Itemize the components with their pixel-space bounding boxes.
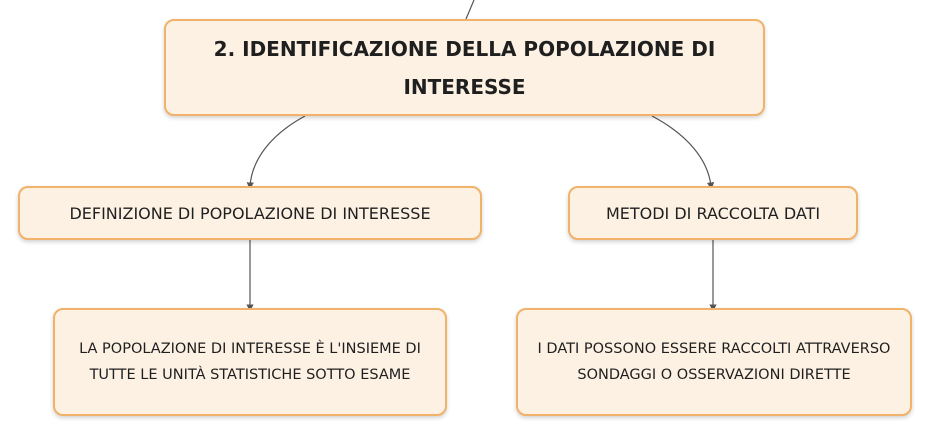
detail-node-methods[interactable]: I DATI POSSONO ESSERE RACCOLTI ATTRAVERS… xyxy=(516,308,912,416)
connector-incoming xyxy=(465,0,475,20)
connector-root-to-left xyxy=(246,115,306,190)
subtopic-label-definition: DEFINIZIONE DI POPOLAZIONE DI INTERESSE xyxy=(69,203,431,223)
root-topic-node[interactable]: 2. IDENTIFICAZIONE DELLA POPOLAZIONE DI … xyxy=(164,19,765,116)
subtopic-node-methods[interactable]: METODI DI RACCOLTA DATI xyxy=(568,186,858,240)
detail-label-methods: I DATI POSSONO ESSERE RACCOLTI ATTRAVERS… xyxy=(537,341,891,383)
subtopic-label-methods: METODI DI RACCOLTA DATI xyxy=(605,203,821,223)
root-topic-label: 2. IDENTIFICAZIONE DELLA POPOLAZIONE DI … xyxy=(213,36,716,99)
connector-root-to-right xyxy=(651,115,715,190)
subtopic-node-definition[interactable]: DEFINIZIONE DI POPOLAZIONE DI INTERESSE xyxy=(18,186,482,240)
detail-label-definition: LA POPOLAZIONE DI INTERESSE È L'INSIEME … xyxy=(79,341,421,383)
detail-node-definition[interactable]: LA POPOLAZIONE DI INTERESSE È L'INSIEME … xyxy=(53,308,447,416)
